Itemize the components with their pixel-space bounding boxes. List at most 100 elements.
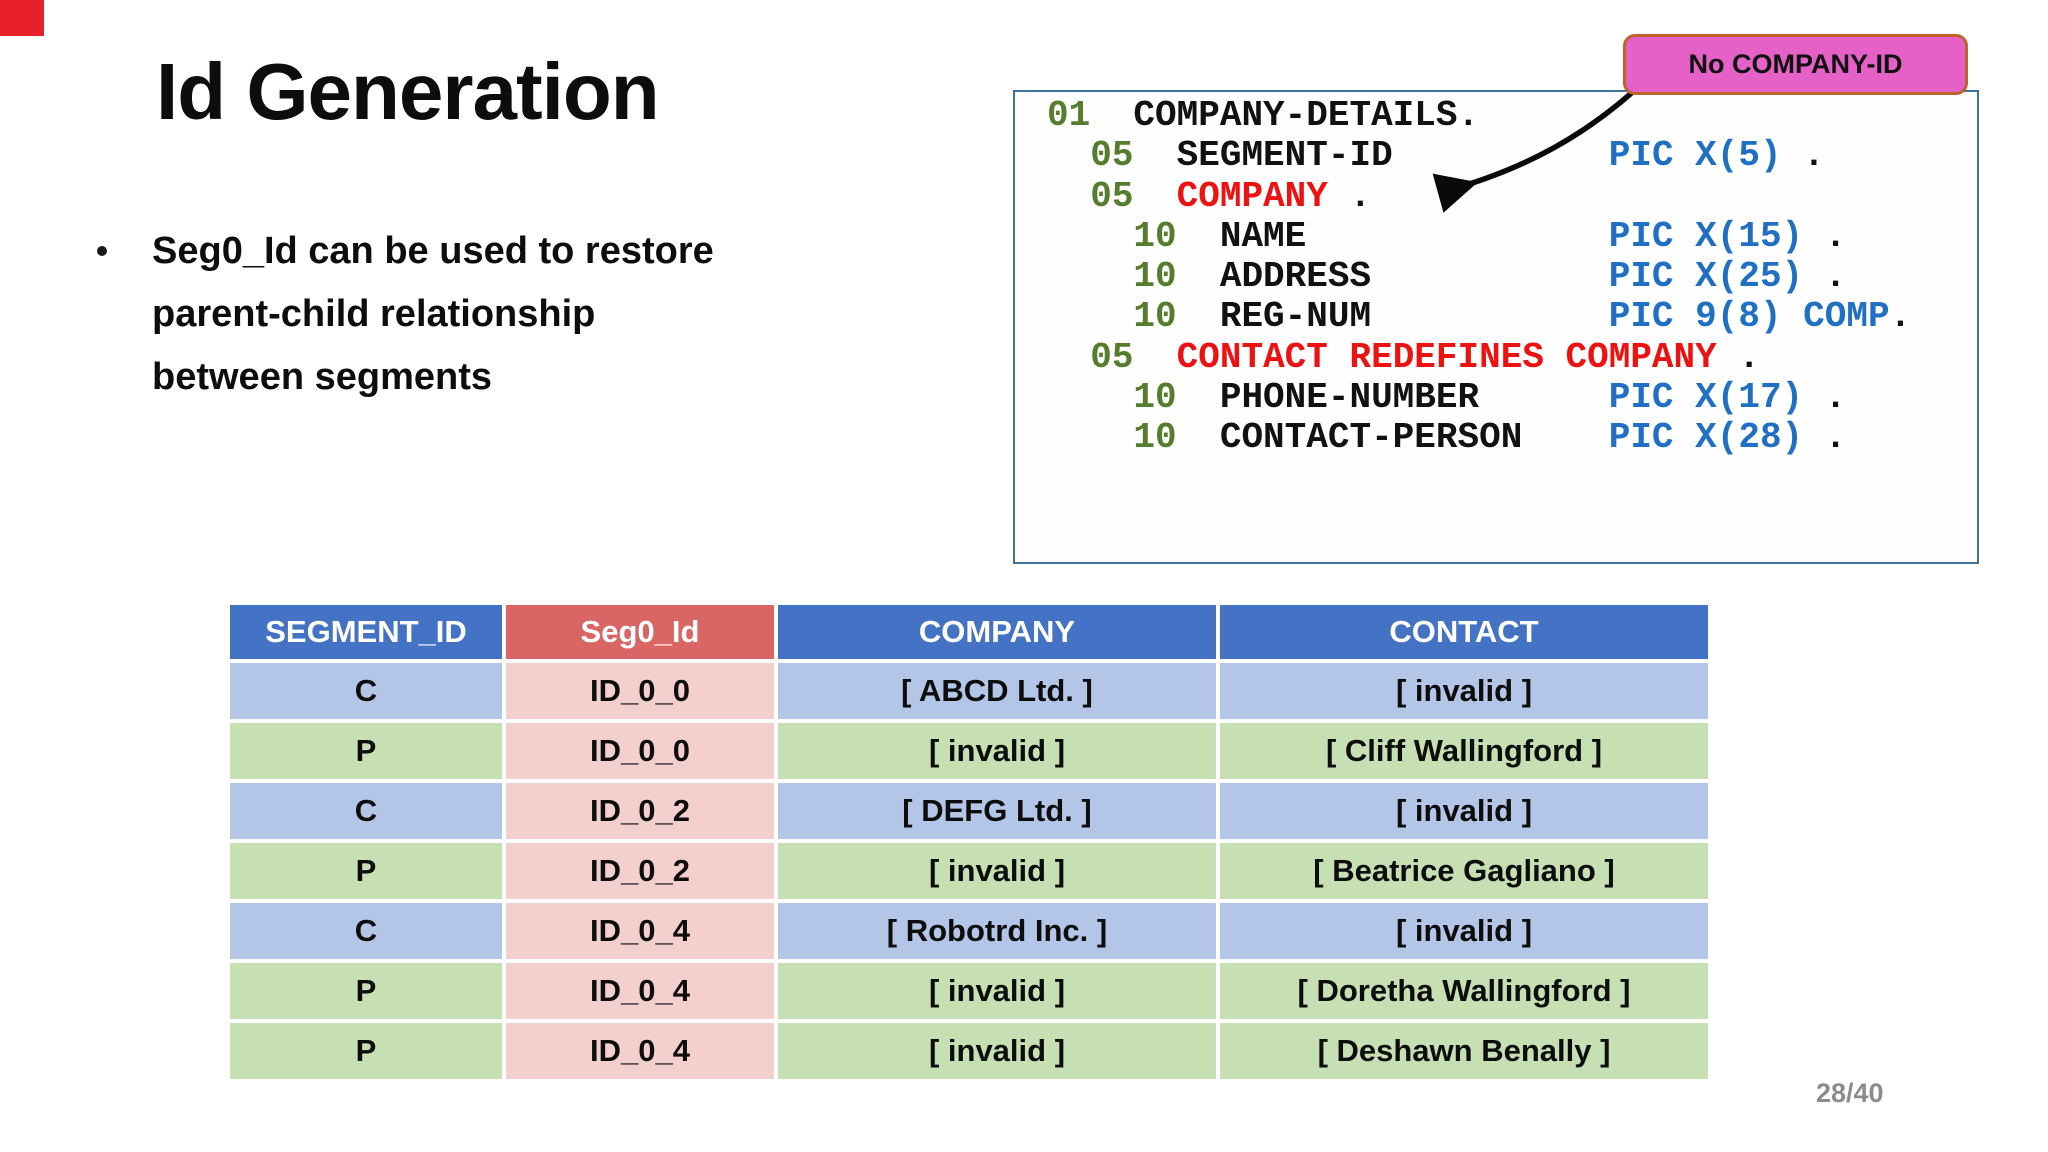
table-cell: P	[230, 723, 502, 779]
table-cell: [ Deshawn Benally ]	[1220, 1023, 1708, 1079]
table-cell: [ Doretha Wallingford ]	[1220, 963, 1708, 1019]
code-token	[1047, 135, 1090, 176]
code-token: PIC X(17)	[1608, 377, 1804, 419]
table-cell: [ invalid ]	[1220, 903, 1708, 959]
page-title: Id Generation	[156, 47, 660, 136]
table-cell: [ ABCD Ltd. ]	[778, 663, 1216, 719]
code-token: ADDRESS	[1176, 256, 1372, 298]
code-token	[1047, 256, 1133, 297]
page-number: 28/40	[1816, 1078, 1884, 1108]
code-token: 10	[1133, 256, 1177, 298]
code-token: PIC 9(8) COMP	[1608, 296, 1890, 338]
table-cell: [ invalid ]	[778, 1023, 1216, 1079]
column-header-company: COMPANY	[778, 605, 1216, 659]
code-token: 05	[1090, 175, 1134, 217]
code-token: CONTACT-PERSON	[1176, 417, 1523, 459]
table-cell: C	[230, 663, 502, 719]
code-token: 10	[1133, 215, 1177, 257]
table-cell: [ Beatrice Gagliano ]	[1220, 843, 1708, 899]
code-line: 10 REG-NUM PIC 9(8) COMP.	[1047, 297, 1977, 337]
table-cell: C	[230, 903, 502, 959]
code-token: PHONE-NUMBER	[1176, 377, 1480, 419]
table-cell: ID_0_0	[506, 723, 774, 779]
code-token: 01	[1047, 95, 1091, 136]
code-token: SEGMENT-ID	[1133, 135, 1393, 177]
code-line: 10 PHONE-NUMBER PIC X(17) .	[1047, 377, 1977, 419]
code-token: .	[1327, 175, 1372, 217]
table-cell: [ Cliff Wallingford ]	[1220, 723, 1708, 779]
code-token: 05	[1090, 135, 1134, 177]
code-token: .	[1803, 417, 1847, 459]
code-token	[1133, 176, 1176, 217]
code-token: .	[1803, 215, 1847, 257]
code-token	[1371, 256, 1609, 297]
table-cell: P	[230, 963, 502, 1019]
bullet-line: Seg0_Id can be used to restore	[152, 230, 714, 272]
table-cell: [ invalid ]	[1220, 783, 1708, 839]
code-token: PIC X(28)	[1608, 417, 1804, 459]
code-token	[1371, 296, 1609, 337]
table-cell: P	[230, 843, 502, 899]
table-cell: [ invalid ]	[778, 963, 1216, 1019]
table-cell: [ invalid ]	[1220, 663, 1708, 719]
code-token: 05	[1090, 336, 1134, 378]
code-token: NAME	[1176, 215, 1307, 257]
table-cell: [ Robotrd Inc. ]	[778, 903, 1216, 959]
table-cell: ID_0_0	[506, 663, 774, 719]
code-token: 10	[1133, 296, 1177, 338]
code-token	[1306, 216, 1608, 257]
code-token	[1393, 135, 1609, 176]
callout-label: No COMPANY-ID	[1688, 49, 1903, 79]
table-cell: ID_0_4	[506, 903, 774, 959]
code-token: PIC X(25)	[1608, 256, 1804, 298]
code-lines: 01 COMPANY-DETAILS. 05 SEGMENT-ID PIC X(…	[1015, 92, 1977, 459]
table-cell: ID_0_4	[506, 963, 774, 1019]
no-company-id-callout: No COMPANY-ID	[1623, 34, 1968, 95]
code-token: 10	[1133, 417, 1177, 459]
bullet-line: parent-child relationship	[152, 293, 596, 335]
table-cell: ID_0_2	[506, 843, 774, 899]
bullet-line: between segments	[152, 356, 492, 398]
code-line: 05 SEGMENT-ID PIC X(5) .	[1047, 136, 1977, 176]
table-cell: [ invalid ]	[778, 843, 1216, 899]
code-token: COMPANY	[1176, 175, 1328, 217]
code-line: 10 CONTACT-PERSON PIC X(28) .	[1047, 418, 1977, 458]
code-token	[1479, 377, 1609, 418]
bullet-text: Seg0_Id can be used to restore parent-chi…	[152, 220, 832, 409]
column-header-segment_id: SEGMENT_ID	[230, 605, 502, 659]
code-line: 10 ADDRESS PIC X(25) .	[1047, 257, 1977, 297]
column-header-contact: CONTACT	[1220, 605, 1708, 659]
code-line: 01 COMPANY-DETAILS.	[1047, 95, 1977, 136]
code-token: REG-NUM	[1176, 296, 1372, 338]
code-token: .	[1781, 135, 1825, 177]
code-token: .	[1889, 296, 1912, 338]
table-cell: [ DEFG Ltd. ]	[778, 783, 1216, 839]
code-token: COMPANY-DETAILS.	[1090, 95, 1480, 136]
code-token: .	[1803, 256, 1847, 298]
code-line: 05 COMPANY .	[1047, 175, 1977, 217]
table-cell: P	[230, 1023, 502, 1079]
code-token	[1522, 417, 1608, 458]
code-token	[1047, 216, 1133, 257]
table-cell: ID_0_2	[506, 783, 774, 839]
code-token: PIC X(5)	[1608, 135, 1782, 177]
code-token: 10	[1133, 377, 1177, 419]
code-token	[1047, 417, 1133, 458]
code-token: PIC X(15)	[1608, 215, 1804, 257]
column-header-seg0_id: Seg0_Id	[506, 605, 774, 659]
code-token: .	[1716, 336, 1760, 378]
code-token: .	[1803, 377, 1847, 419]
cobol-code-block: 01 COMPANY-DETAILS. 05 SEGMENT-ID PIC X(…	[1013, 90, 1979, 564]
red-corner-mark	[0, 0, 44, 36]
table-cell: [ invalid ]	[778, 723, 1216, 779]
